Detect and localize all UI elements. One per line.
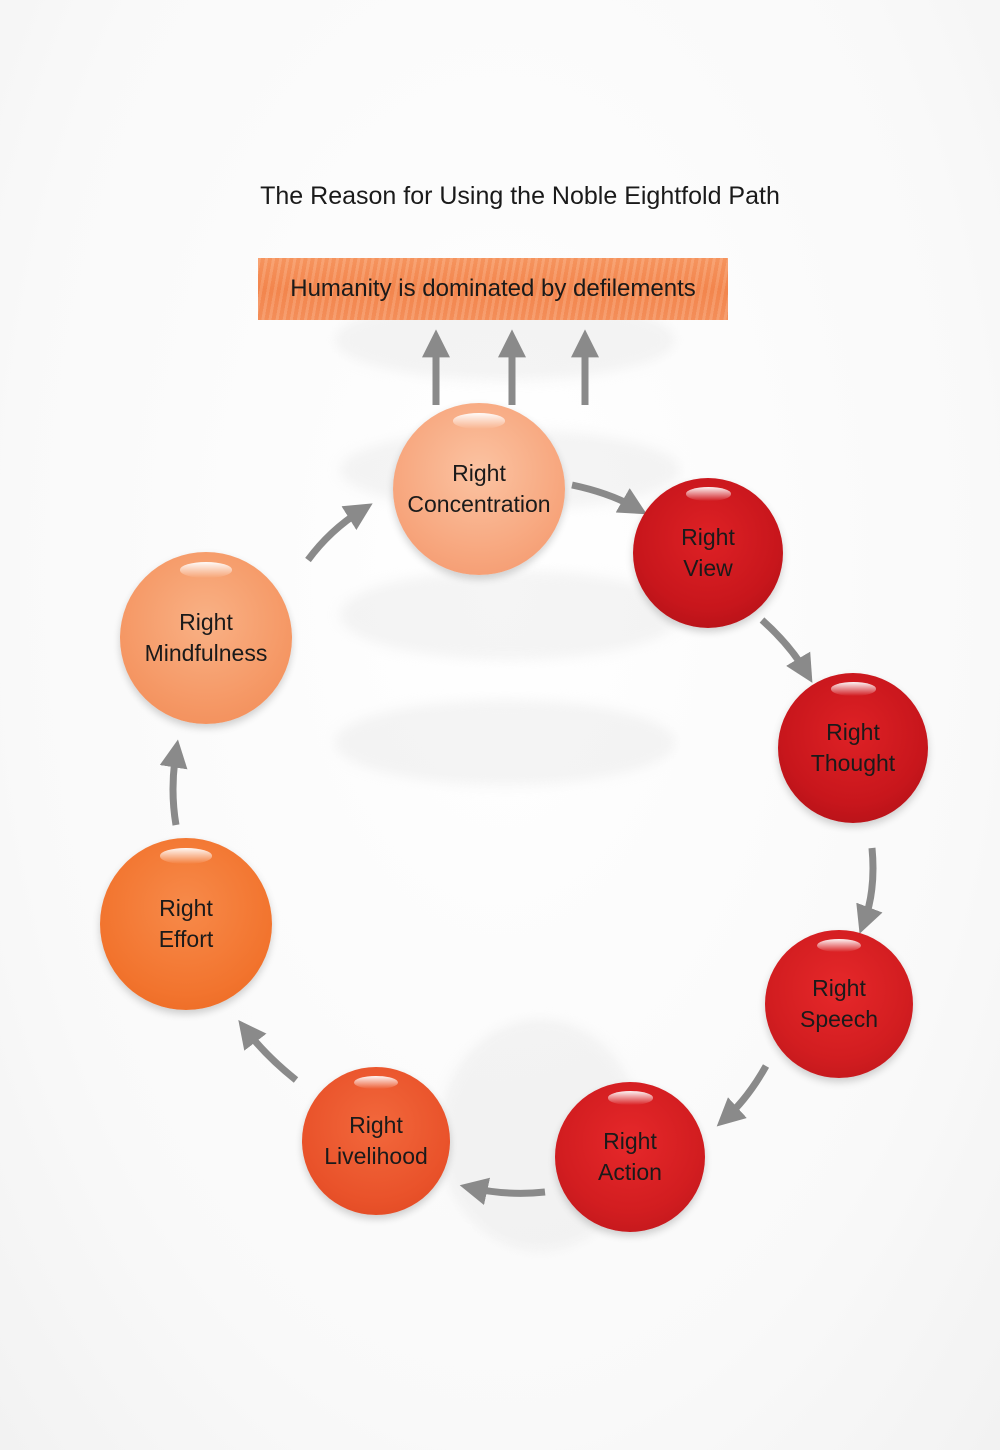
diagram-title: The Reason for Using the Noble Eightfold… xyxy=(260,182,780,210)
node-label-line2: View xyxy=(683,555,733,581)
node-label-line2: Action xyxy=(598,1159,662,1185)
node-label-line2: Mindfulness xyxy=(144,640,268,666)
arrow-action-to-livelihood xyxy=(459,1177,546,1206)
node-label: Right Thought xyxy=(778,717,928,779)
arrow-thought-to-speech xyxy=(856,847,883,934)
arrow-speech-to-action xyxy=(716,1064,770,1127)
node-right-speech: Right Speech xyxy=(765,930,913,1078)
node-label-line2: Thought xyxy=(810,750,896,776)
node-label-line1: Right xyxy=(179,609,233,635)
node-gloss xyxy=(353,1075,399,1090)
node-right-livelihood: Right Livelihood xyxy=(302,1067,450,1215)
defilements-banner: Humanity is dominated by defilements xyxy=(258,258,728,320)
node-label: Right Concentration xyxy=(393,458,565,520)
arrow-effort-to-mindfulness xyxy=(159,739,188,826)
node-right-mindfulness: Right Mindfulness xyxy=(120,552,292,724)
node-label-line2: Effort xyxy=(158,926,214,952)
node-gloss xyxy=(180,562,232,578)
node-label: Right Speech xyxy=(765,973,913,1035)
node-right-effort: Right Effort xyxy=(100,838,272,1010)
node-right-thought: Right Thought xyxy=(778,673,928,823)
node-label: Right Effort xyxy=(100,893,272,955)
banner-text: Humanity is dominated by defilements xyxy=(290,275,696,302)
node-gloss xyxy=(685,487,731,501)
node-label: Right View xyxy=(633,522,783,584)
node-label-line1: Right xyxy=(603,1128,657,1154)
node-label-line1: Right xyxy=(812,975,866,1001)
node-gloss xyxy=(816,938,862,953)
node-label-line2: Concentration xyxy=(407,491,551,517)
arrow-livelihood-to-effort xyxy=(238,1020,299,1083)
node-label-line1: Right xyxy=(452,460,506,486)
node-gloss xyxy=(453,413,505,429)
node-label-line2: Livelihood xyxy=(324,1143,428,1169)
node-label-line1: Right xyxy=(681,524,735,550)
node-right-view: Right View xyxy=(633,478,783,628)
node-label-line2: Speech xyxy=(799,1006,878,1032)
node-right-concentration: Right Concentration xyxy=(393,403,565,575)
arrow-view-to-thought xyxy=(759,617,813,683)
ghost-shape xyxy=(335,700,675,785)
arrow-mindfulness-to-concentration xyxy=(305,503,373,563)
node-label: Right Livelihood xyxy=(302,1110,450,1172)
arrow-concentration-to-view xyxy=(571,481,647,515)
node-label-line1: Right xyxy=(349,1112,403,1138)
node-right-action: Right Action xyxy=(555,1082,705,1232)
ghost-shape xyxy=(340,570,680,660)
node-gloss xyxy=(160,848,212,864)
node-gloss xyxy=(607,1091,653,1105)
node-label: Right Action xyxy=(555,1126,705,1188)
node-label-line1: Right xyxy=(159,895,213,921)
node-gloss xyxy=(830,682,876,696)
node-label: Right Mindfulness xyxy=(120,607,292,669)
node-label-line1: Right xyxy=(826,719,880,745)
